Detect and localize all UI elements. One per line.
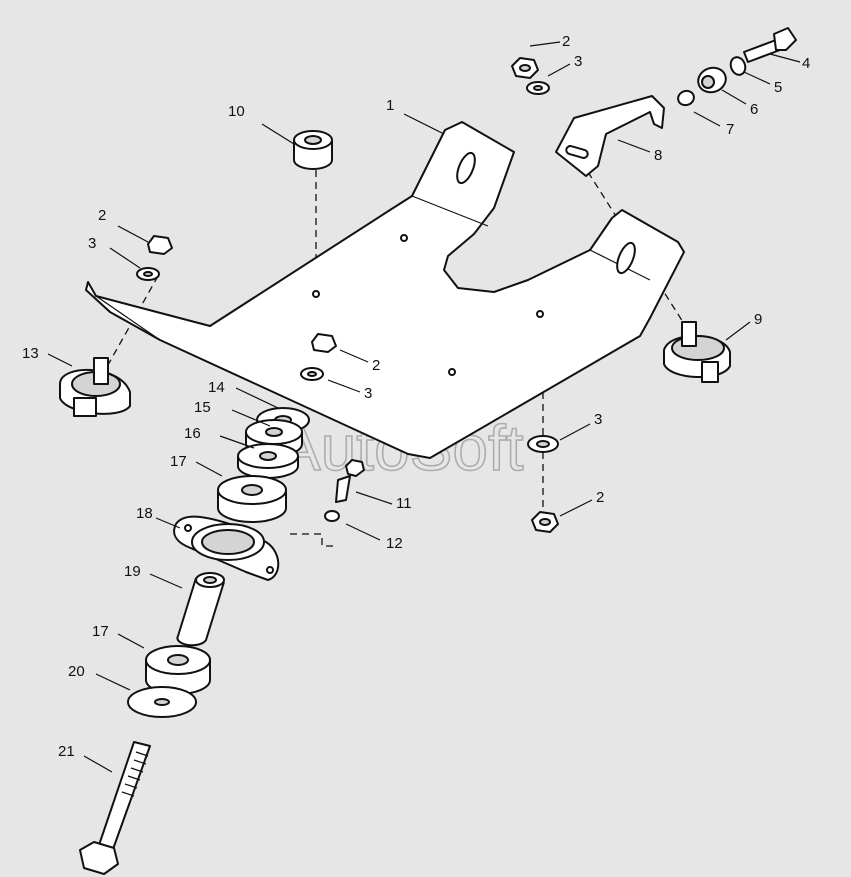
rubber-washer-stack <box>217 407 310 523</box>
callout-17-lower: 17 <box>92 623 109 640</box>
right-washer-nut <box>527 435 559 533</box>
left-nut-washer <box>136 235 173 281</box>
callout-8: 8 <box>654 147 662 164</box>
flanged-cup <box>173 515 280 581</box>
top-nut-washer <box>511 57 550 95</box>
callout-12: 12 <box>386 535 403 552</box>
callout-18: 18 <box>136 505 153 522</box>
callout-labels: 1 2 3 4 5 6 7 8 9 10 2 3 13 2 3 3 2 14 1… <box>22 33 810 760</box>
callout-2-center: 2 <box>372 357 380 374</box>
callout-1: 1 <box>386 97 394 114</box>
callout-10: 10 <box>228 103 245 120</box>
callout-3-top: 3 <box>574 53 582 70</box>
left-rubber-mount <box>59 357 131 417</box>
spacer-cylinder <box>293 130 333 170</box>
callout-7: 7 <box>726 121 734 138</box>
callout-2-top: 2 <box>562 33 570 50</box>
angle-bracket <box>555 95 665 177</box>
callout-17-upper: 17 <box>170 453 187 470</box>
callout-16: 16 <box>184 425 201 442</box>
callout-leaders <box>47 41 801 773</box>
callout-6: 6 <box>750 101 758 118</box>
callout-4: 4 <box>802 55 810 72</box>
right-rubber-mount <box>663 321 731 383</box>
callout-13: 13 <box>22 345 39 362</box>
flat-washer <box>127 686 197 718</box>
callout-3-right: 3 <box>594 411 602 428</box>
callout-2-right: 2 <box>596 489 604 506</box>
callout-11: 11 <box>396 495 412 512</box>
callout-19: 19 <box>124 563 141 580</box>
small-bolt-lockwasher <box>324 459 365 522</box>
callout-21: 21 <box>58 743 75 760</box>
callout-14: 14 <box>208 379 225 396</box>
callout-3-center: 3 <box>364 385 372 402</box>
callout-2-left: 2 <box>98 207 106 224</box>
bolt-washer-stack <box>677 27 797 107</box>
callout-15: 15 <box>194 399 211 416</box>
callout-20: 20 <box>68 663 85 680</box>
main-bracket-plate <box>85 121 685 459</box>
long-bolt <box>79 741 151 875</box>
callout-9: 9 <box>754 311 762 328</box>
callout-3-left: 3 <box>88 235 96 252</box>
sleeve-tube <box>176 572 225 647</box>
center-nut-washer <box>300 333 337 381</box>
callout-5: 5 <box>774 79 782 96</box>
